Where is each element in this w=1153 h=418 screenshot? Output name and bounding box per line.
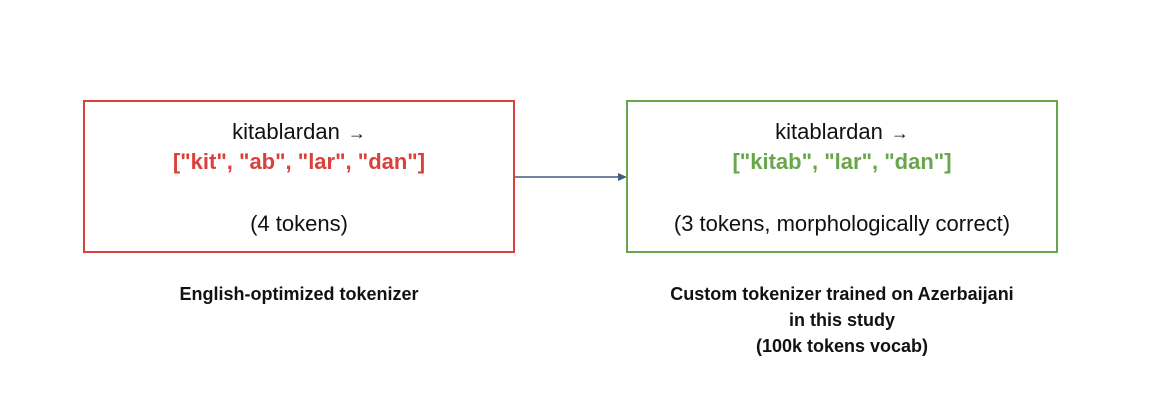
connector-arrowhead <box>618 173 627 181</box>
english-tokenizer-box: kitablardan → ["kit", "ab", "lar", "dan"]… <box>83 100 515 253</box>
right-token-list: ["kitab", "lar", "dan"] <box>732 149 952 174</box>
custom-tokenizer-box: kitablardan → ["kitab", "lar", "dan"] (3 … <box>626 100 1058 253</box>
connector-arrow-icon <box>515 173 627 181</box>
right-caption-line: Custom tokenizer trained on Azerbaijani <box>670 284 1014 304</box>
right-caption: Custom tokenizer trained on Azerbaijani … <box>600 281 1084 359</box>
right-caption-line: in this study <box>788 310 895 330</box>
right-token-count: (3 tokens, morphologically correct) <box>673 211 1011 236</box>
left-token-count: (4 tokens) <box>250 211 348 236</box>
right-caption-line: (100k tokens vocab) <box>755 336 929 356</box>
right-input-word-line: kitablardan → <box>628 119 1056 146</box>
right-arrow-icon: → <box>890 123 909 143</box>
left-input-word: kitablardan <box>232 119 340 144</box>
left-input-word-line: kitablardan → <box>85 119 513 146</box>
left-token-list: ["kit", "ab", "lar", "dan"] <box>172 149 426 174</box>
right-input-word: kitablardan <box>775 119 883 144</box>
left-caption: English-optimized tokenizer <box>179 284 419 304</box>
left-arrow-icon: → <box>347 123 366 143</box>
